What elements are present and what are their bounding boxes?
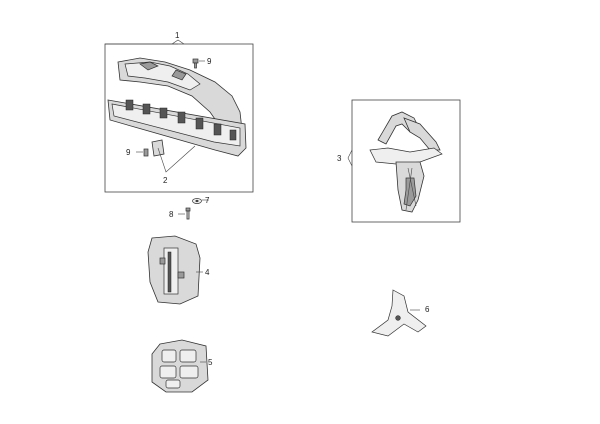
callout-2: 2 (163, 176, 168, 185)
harness-frame (351, 99, 461, 223)
guard-assembly-frame (104, 43, 254, 193)
hip-pad: 5 (151, 339, 213, 393)
callout-9-top: 9 (207, 57, 212, 66)
guard-cover (107, 57, 247, 157)
shoulder-harness (369, 111, 443, 213)
three-tooth-blade: 6 (371, 289, 430, 337)
callout-1: 1 (175, 31, 180, 40)
callout-9-lower: 9 (126, 148, 131, 157)
callout-8: 8 (169, 210, 174, 219)
callout-7: 7 (205, 196, 210, 205)
callout-6: 6 (425, 305, 430, 314)
screw-top: 9 (192, 57, 212, 69)
guard-assembly-group: 1 9 9 (104, 31, 254, 193)
bolt: 8 (169, 207, 191, 220)
callout-4: 4 (205, 268, 210, 277)
washer: 7 (192, 196, 210, 205)
callout-3: 3 (337, 154, 342, 163)
harness-group: 3 (337, 99, 461, 223)
callout-5: 5 (208, 358, 213, 367)
guard-plate: 4 (147, 235, 210, 305)
